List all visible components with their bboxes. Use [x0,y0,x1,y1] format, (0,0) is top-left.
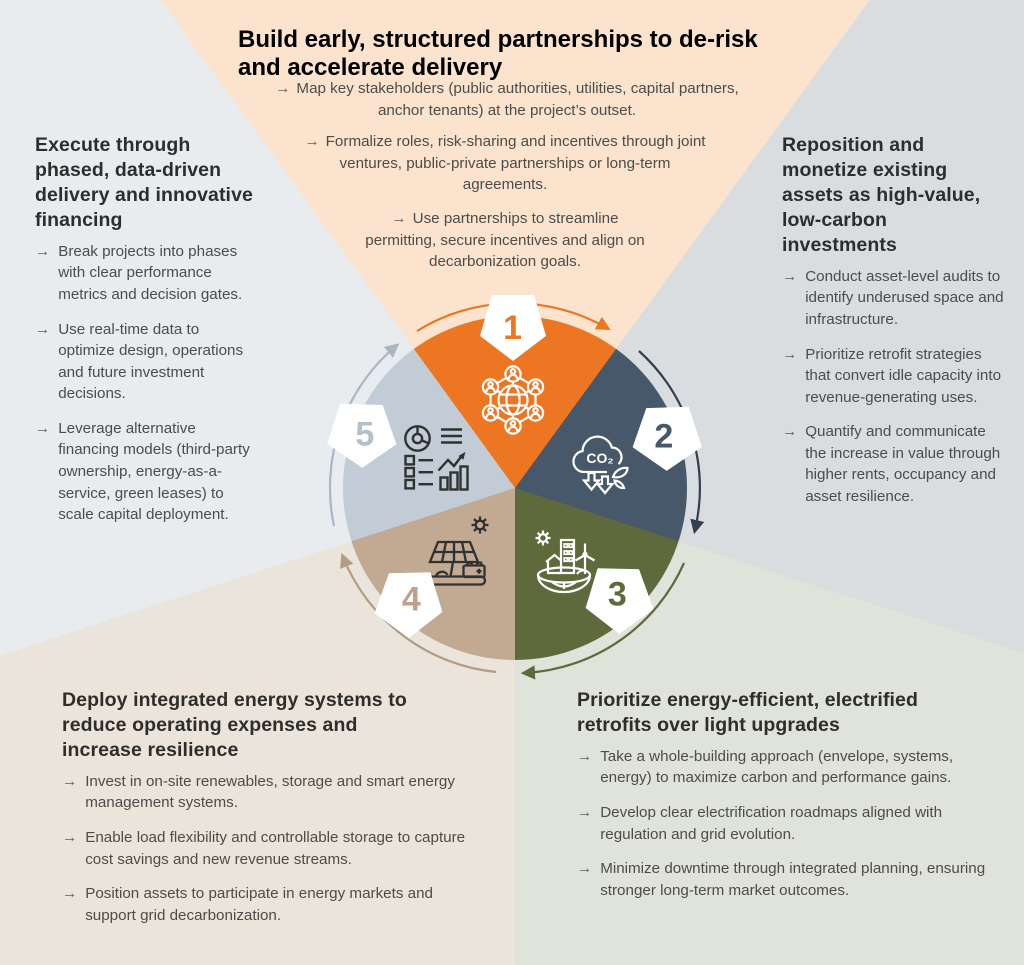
badge-number: 4 [401,579,421,618]
sustainable-city-icon [535,530,596,594]
bullet-text: Take a whole-building approach (envelope… [600,747,954,787]
arrow-right-icon: → [782,345,798,363]
bullet: → Enable load flexibility and controllab… [62,827,482,870]
section-bottom-left-title: Deploy integrated energy systems to redu… [62,689,407,761]
bullet: → Take a whole-building approach (envelo… [577,746,995,789]
section-left: Execute through phased, data-driven deli… [35,133,255,539]
bullet-text: Use partnerships to streamline permittin… [365,210,645,271]
arrow-right-icon: → [35,419,51,437]
bullet-text: Formalize roles, risk-sharing and incent… [325,133,706,194]
svg-text:CO₂: CO₂ [586,450,613,466]
data-analytics-icon [404,425,469,491]
bullet: → Break projects into phases with clear … [35,241,255,306]
bullet-text: Minimize downtime through integrated pla… [600,860,986,899]
arrow-right-icon: → [35,320,51,338]
badge-number: 1 [503,309,523,347]
bullet: → Map key stakeholders (public authoritie… [262,78,752,121]
bullet: → Invest in on-site renewables, storage … [62,771,482,814]
arrow-right-icon: → [577,860,593,878]
solar-battery-icon [425,516,489,586]
bullet-text: Map key stakeholders (public authorities… [296,80,739,119]
bullet: → Minimize downtime through integrated p… [577,858,995,901]
badge-number: 5 [355,414,375,453]
bullet-text: Position assets to participate in energy… [85,885,433,924]
arrow-right-icon: → [275,80,291,97]
arrow-right-icon: → [62,885,78,903]
section-right: Reposition and monetize existing assets … [782,133,1004,521]
bullet-text: Break projects into phases with clear pe… [58,242,243,303]
arrow-right-icon: → [782,267,798,285]
bullet: →Use partnerships to streamline permitti… [355,208,655,273]
arrow-right-icon: → [62,772,78,790]
bullet-text: Prioritize retrofit strategies that conv… [805,345,1002,406]
bullet-text: Quantify and communicate the increase in… [805,423,1001,505]
badge-number: 2 [654,418,674,457]
bullet-text: Invest in on-site renewables, storage an… [85,772,455,812]
bullet: → Leverage alternative financing models … [35,418,255,526]
bullet: → Position assets to participate in ener… [62,883,482,926]
arrow-right-icon: → [577,747,593,765]
bullet-text: Conduct asset-level audits to identify u… [805,267,1004,328]
arrow-right-icon: → [782,423,798,441]
bullet: → Develop clear electrification roadmaps… [577,802,995,845]
arrow-right-icon: → [35,242,51,260]
section-right-title: Reposition and monetize existing assets … [782,134,981,256]
partnership-network-icon [481,365,545,435]
section-bottom-right: Prioritize energy-efficient, electrified… [577,688,995,914]
section-left-title: Execute through phased, data-driven deli… [35,134,253,231]
bullet-text: Develop clear electrification roadmaps a… [600,804,943,843]
bullet-text: Use real-time data to optimize design, o… [58,320,244,403]
bullet: → Formalize roles, risk-sharing and incen… [300,131,710,196]
bullet-text: Enable load flexibility and controllable… [85,829,466,868]
bullet-text: Leverage alternative financing models (t… [58,419,250,524]
bullet: → Prioritize retrofit strategies that co… [782,344,1004,409]
bullet: → Conduct asset-level audits to identify… [782,266,1004,331]
arrow-right-icon: → [391,210,407,227]
section-top-title: Build early, structured partnerships to … [238,26,758,81]
section-bottom-left: Deploy integrated energy systems to redu… [62,688,482,939]
bullet: → Quantify and communicate the increase … [782,421,1004,507]
arrow-right-icon: → [577,804,593,822]
co2-reduction-icon: CO₂ [572,435,629,495]
badge-number: 3 [607,576,627,615]
section-bottom-right-title: Prioritize energy-efficient, electrified… [577,689,919,736]
arrow-right-icon: → [304,133,320,150]
bullet: → Use real-time data to optimize design,… [35,319,255,405]
arrow-right-icon: → [62,829,78,847]
